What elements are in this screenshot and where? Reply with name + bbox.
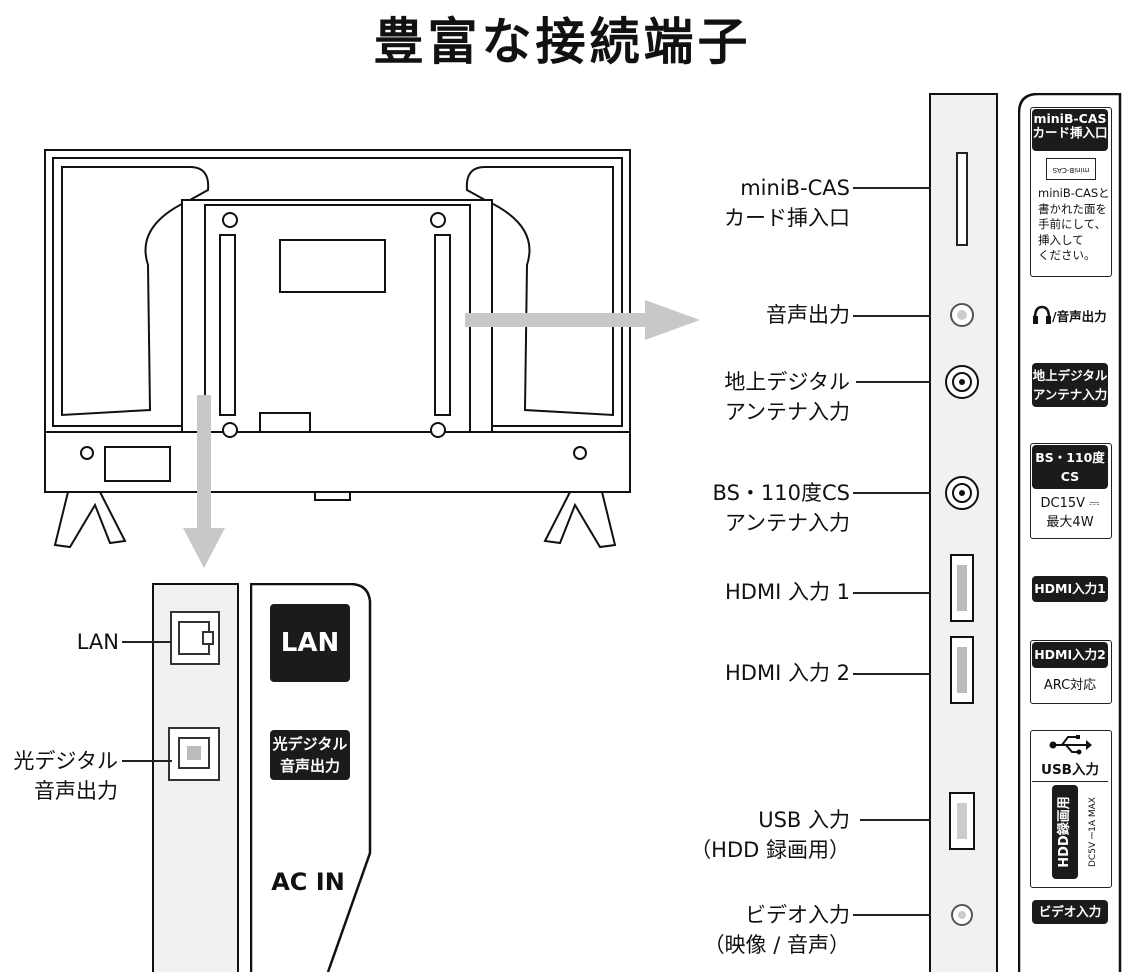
right-plate-bs: BS・110度CS アンテナ入力 [1032, 445, 1108, 503]
bcas-leader [853, 187, 931, 189]
usb-icon [1049, 735, 1092, 755]
hdmi2-leader [853, 673, 931, 675]
usb-leader [860, 819, 931, 821]
video-label-line2: （映像 / 音声） [703, 933, 850, 957]
bcas-note-line1: miniB-CASと [1038, 186, 1110, 200]
left-plate-optical-line1: 光デジタル [272, 735, 348, 753]
left-plate-optical: 光デジタル 音声出力 [270, 730, 350, 780]
optical-leader [122, 760, 172, 762]
right-plate-bcas-card: miniB-CAS [1046, 158, 1096, 180]
terrestrial-label-line1: 地上デジタル [724, 370, 850, 394]
right-plate-bs-power-line2: 最大4W [1046, 515, 1094, 530]
hdmi1-label: HDMI 入力 1 [725, 580, 850, 604]
right-plate-terrestrial-line2: アンテナ入力 [1032, 387, 1108, 402]
right-plate-bcas-title: miniB-CAS カード挿入口 [1032, 109, 1108, 151]
right-plate-hdmi1: HDMI入力1 [1032, 576, 1108, 602]
bcas-note-line5: ください。 [1038, 248, 1096, 262]
optical-label-line1: 光デジタル [13, 749, 118, 773]
bs-leader [853, 492, 931, 494]
bcas-label-line1: miniB-CAS [740, 176, 850, 200]
lan-leader [122, 641, 172, 643]
arrow-right [465, 300, 700, 340]
right-plate-terrestrial-line1: 地上デジタル [1032, 368, 1108, 383]
terrestrial-leader [856, 381, 931, 383]
video-leader [853, 914, 931, 916]
page-title: 豊富な接続端子 [373, 13, 752, 71]
right-plate-usb-rec-box [1052, 785, 1078, 879]
right-plate-bcas-note: miniB-CASと 書かれた面を 手前にして、 挿入して ください。 [1038, 186, 1110, 264]
bs-label-line2: アンテナ入力 [724, 511, 850, 535]
audio-out-label: 音声出力 [766, 303, 850, 327]
left-plate-optical-line2: 音声出力 [279, 757, 340, 775]
right-plate-usb-power: DC5V ⎓1A MAX [1088, 797, 1098, 867]
video-label-line1: ビデオ入力 [745, 903, 850, 927]
usb-label-line1: USB 入力 [758, 808, 850, 832]
left-port-icons [168, 611, 220, 781]
right-plate-terrestrial: 地上デジタル アンテナ入力 [1032, 363, 1108, 407]
right-plate-audio-out: /音声出力 [1052, 309, 1107, 324]
usb-label-line2: （HDD 録画用） [690, 838, 850, 862]
right-plate-bcas-title-line1: miniB-CAS [1033, 111, 1107, 126]
right-plate-bs-line2: アンテナ入力 [1032, 488, 1108, 503]
right-plate-hdmi2-note: ARC対応 [1043, 678, 1097, 693]
bs-label-line1: BS・110度CS [712, 481, 850, 505]
bcas-label-line2: カード挿入口 [724, 206, 850, 230]
right-plate-usb: USB入力 [1032, 758, 1108, 782]
tv-rear-illustration [44, 149, 631, 549]
bcas-note-line3: 手前にして、 [1038, 217, 1107, 231]
left-plate-lan: LAN [270, 604, 350, 682]
bcas-slot [956, 152, 968, 246]
right-plate-usb-rec: HDD録画用 [1057, 796, 1072, 868]
right-plate-bs-line1: BS・110度CS [1035, 450, 1105, 484]
hdmi2-label: HDMI 入力 2 [725, 661, 850, 685]
bcas-note-line2: 書かれた面を [1038, 201, 1107, 216]
bcas-note-line4: 挿入して [1038, 232, 1084, 247]
hdmi1-leader [853, 592, 931, 594]
right-port-icons [945, 152, 979, 926]
arrow-down [183, 395, 225, 568]
lan-label: LAN [76, 630, 119, 654]
optical-label-line2: 音声出力 [34, 779, 118, 803]
left-plate-ac-in: AC IN [271, 868, 345, 896]
terrestrial-label-line2: アンテナ入力 [724, 400, 850, 424]
right-plate-hdmi2: HDMI入力2 [1032, 642, 1108, 668]
connection-arrows [183, 300, 700, 568]
right-plate-video: ビデオ入力 [1032, 900, 1108, 924]
headphone-icon [1033, 305, 1051, 324]
right-plate-bs-power: DC15V ⎓ 最大4W [1032, 494, 1108, 532]
audio-out-leader [853, 315, 931, 317]
right-plate-bs-power-line1: DC15V ⎓ [1040, 496, 1100, 511]
right-plate-bcas-title-line2: カード挿入口 [1032, 125, 1108, 140]
